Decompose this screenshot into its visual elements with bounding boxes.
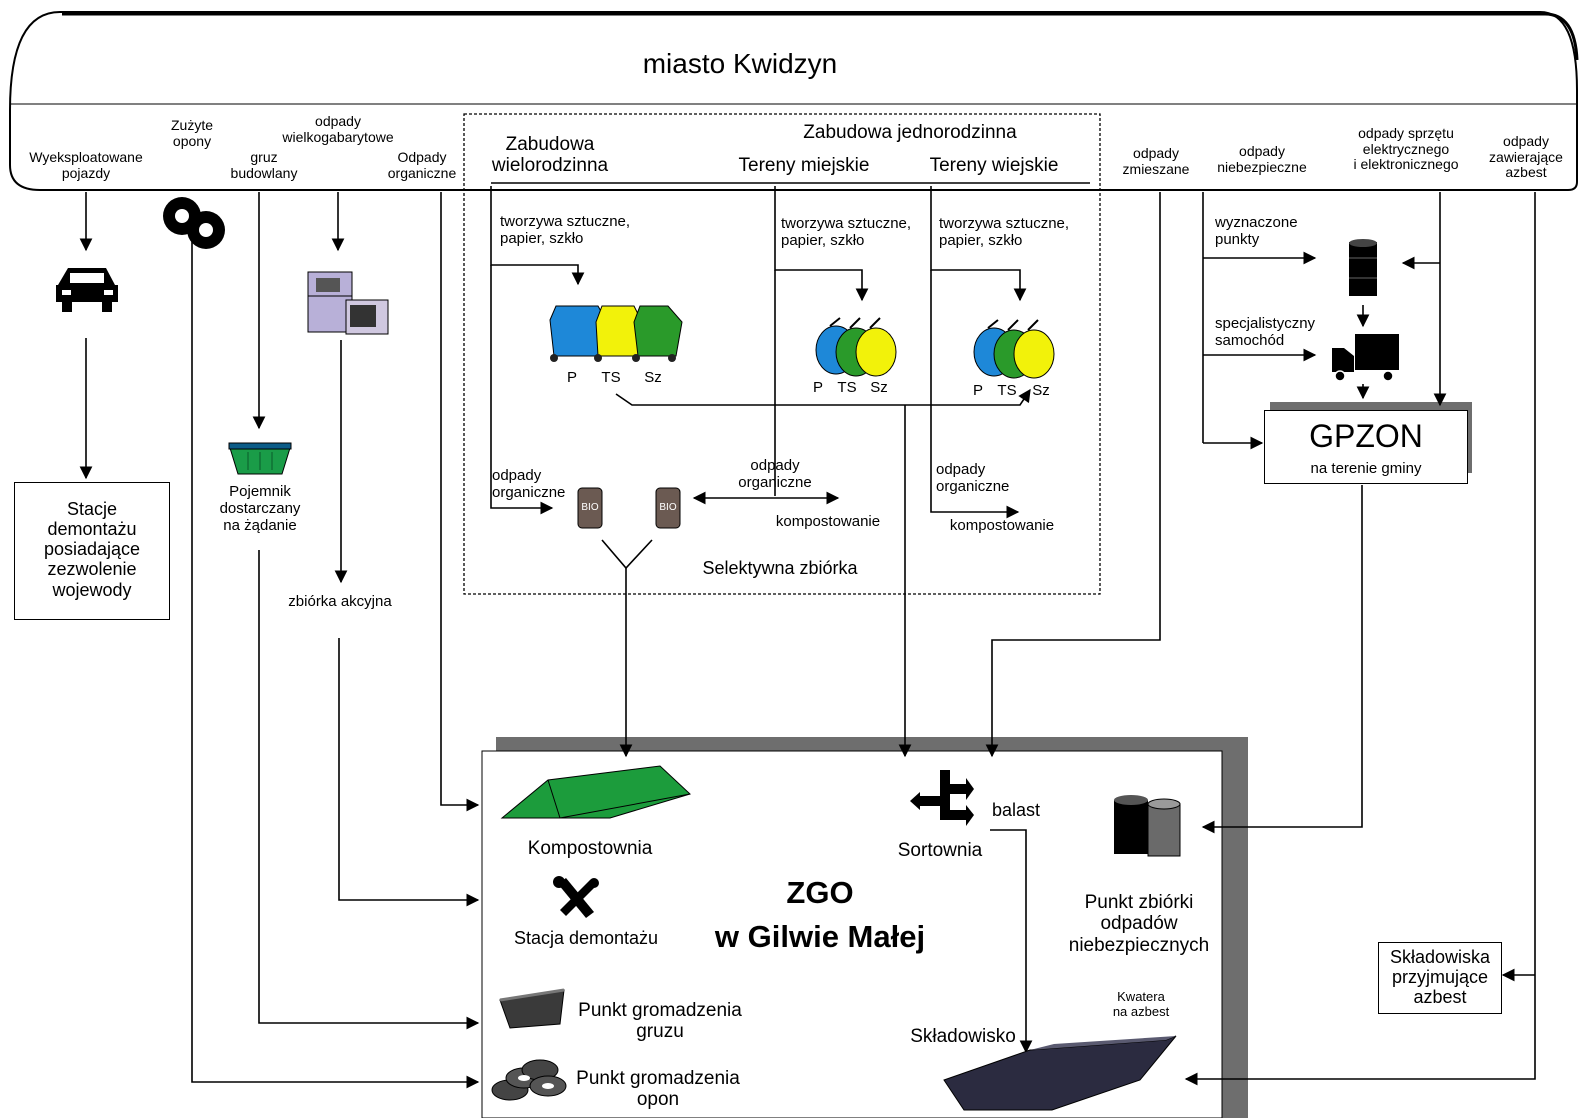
bio-label-2: BIO (659, 502, 677, 513)
designated-points-label: wyznaczone punkty (1215, 214, 1298, 248)
rubble-point-label: Punkt gromadzenia gruzu (578, 1000, 742, 1043)
bin-p-label: P (566, 369, 577, 386)
landfill-label: Składowisko (910, 1026, 1016, 1047)
special-vehicle-label: specjalistyczny samochód (1215, 315, 1316, 349)
sorting-icon (910, 770, 974, 826)
bio-label-1: BIO (581, 502, 599, 513)
rubble-icon (499, 988, 565, 1029)
asbestos-landfills-label: Składowiska przyjmujące azbest (1389, 947, 1491, 1008)
zgo-title-line2: w Gilwie Małej (714, 919, 926, 954)
source-rubble: gruz budowlany (230, 149, 298, 181)
organic-rural: odpady organiczne (936, 461, 1010, 495)
bio-bin-2 (655, 487, 681, 529)
bag-sz-urban: Sz (870, 379, 888, 396)
flow-lines (79, 186, 1536, 1089)
recyclables-multi: tworzywa sztuczne, papier, szkło (500, 213, 631, 247)
tire-point-label: Punkt gromadzenia opon (576, 1068, 740, 1111)
appliances-icon (307, 271, 389, 335)
composting-rural: kompostowanie (949, 517, 1055, 534)
multi-family-label: Zabudowa wielorodzinna (491, 134, 609, 177)
truck-icon (1332, 334, 1399, 382)
landfill-icon (943, 1035, 1177, 1111)
gpzon-subtitle: na terenie gminy (1310, 460, 1422, 477)
dismantling-stations-label: Stacje demontażu posiadające zezwolenie … (43, 499, 141, 600)
composting-plant-label: Kompostownia (527, 838, 653, 859)
hazardous-barrels-icon (1114, 795, 1181, 857)
barrel-icon (1349, 239, 1377, 296)
bag-sz-rural: Sz (1032, 382, 1050, 399)
single-family-label: Zabudowa jednorodzinna (803, 122, 1017, 143)
asbestos-quarter-label: Kwatera na azbest (1112, 989, 1170, 1019)
source-vehicles: Wyeksploatowane pojazdy (29, 149, 143, 181)
selective-collection-title: Selektywna zbiórka (702, 558, 858, 578)
zgo-title-line1: ZGO (786, 875, 854, 910)
selective-collection-frame (463, 113, 1101, 595)
source-tires: Zużyte opony (170, 117, 213, 149)
bin-ts-label: TS (601, 369, 621, 386)
sorting-plant-label: Sortownia (897, 840, 983, 861)
dismantling-stations-box: Stacje demontażu posiadające zezwolenie … (14, 482, 170, 620)
container-on-demand-label: Pojemnik dostarczany na żądanie (219, 483, 301, 534)
organic-urban: odpady organiczne (738, 457, 812, 491)
dismantling-station-label: Stacja demontażu (513, 928, 659, 948)
recycling-bags-rural (973, 319, 1055, 379)
car-icon (56, 268, 118, 312)
tires-icon (163, 197, 225, 249)
city-band (9, 11, 1579, 191)
gpzon-box: GPZON na terenie gminy (1264, 410, 1468, 484)
hazardous-point-label: Punkt zbiórki odpadów niebezpiecznych (1068, 892, 1210, 956)
tire-stack-icon (491, 1059, 567, 1101)
bag-ts-urban: TS (837, 379, 857, 396)
composting-urban: kompostowanie (775, 513, 881, 530)
bag-p-rural: P (972, 382, 983, 399)
tools-icon (553, 876, 599, 918)
source-hazardous: odpady niebezpieczne (1217, 143, 1307, 175)
gpzon-title: GPZON (1309, 418, 1423, 454)
recycling-bags-urban (815, 317, 897, 377)
recyclables-urban: tworzywa sztuczne, papier, szkło (781, 215, 912, 249)
source-organic: Odpady organiczne (387, 149, 457, 181)
rural-label: Tereny wiejskie (929, 155, 1059, 176)
organic-multi: odpady organiczne (492, 467, 566, 501)
collection-campaign-label: zbiórka akcyjna (288, 593, 392, 610)
asbestos-landfills-box: Składowiska przyjmujące azbest (1378, 942, 1502, 1014)
source-asbestos: odpady zawierające azbest (1489, 133, 1563, 181)
source-electronics: odpady sprzętu elektrycznego i elektroni… (1353, 125, 1459, 173)
source-mixed: odpady zmieszane (1122, 145, 1190, 177)
recyclables-rural: tworzywa sztuczne, papier, szkło (939, 215, 1070, 249)
recycling-bins (549, 305, 683, 362)
bag-p-urban: P (812, 379, 823, 396)
bio-bin-1 (577, 487, 603, 529)
source-bulky: odpady wielkogabarytowe (282, 113, 394, 145)
container-icon (228, 442, 292, 475)
ballast-label: balast (991, 800, 1041, 820)
compost-heap-icon (500, 765, 691, 819)
city-title: miasto Kwidzyn (642, 48, 838, 79)
urban-label: Tereny miejskie (738, 155, 870, 176)
bin-sz-label: Sz (644, 369, 662, 386)
bag-ts-rural: TS (997, 382, 1017, 399)
